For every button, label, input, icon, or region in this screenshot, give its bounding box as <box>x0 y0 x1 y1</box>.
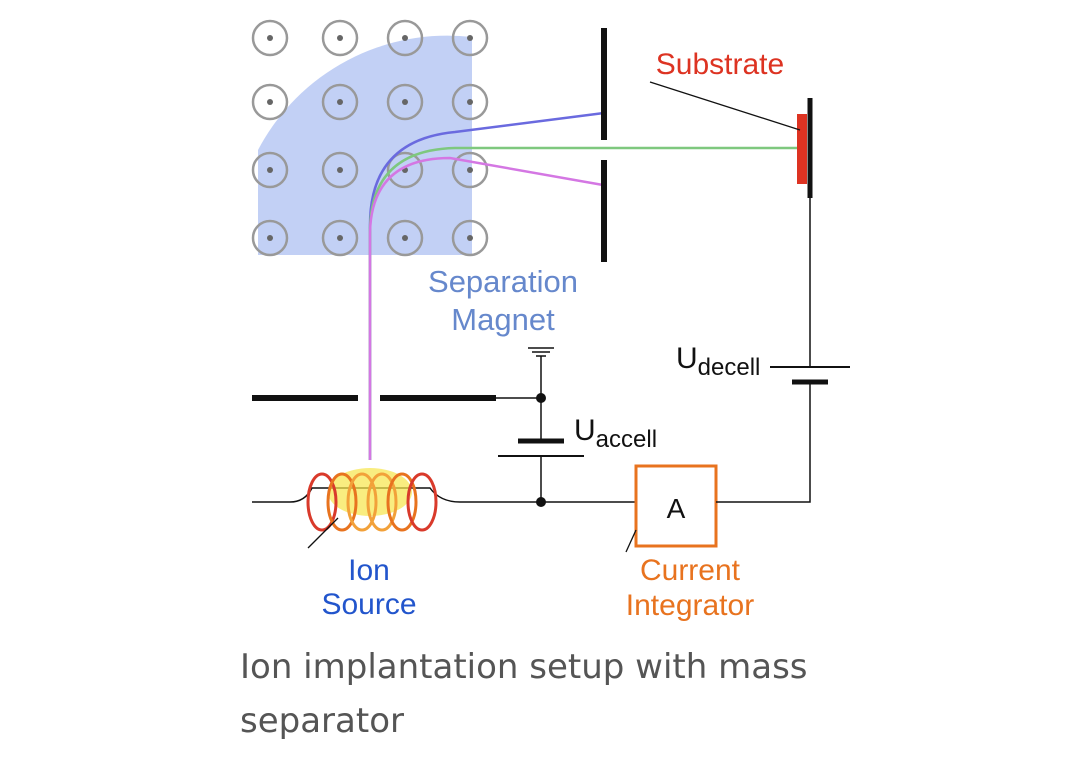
ammeter-label: A <box>667 493 686 524</box>
field-symbol-icon <box>251 219 289 257</box>
field-symbol-icon <box>451 19 489 57</box>
ion-source-coil-icon <box>306 472 438 532</box>
ion-source-label-line1: Ion <box>348 554 390 587</box>
field-symbol-icon <box>321 219 359 257</box>
u-accel-label: Uaccell <box>574 414 657 453</box>
separation-magnet-label-line1: Separation <box>428 264 578 299</box>
field-symbol-icon <box>251 83 289 121</box>
field-symbol-icon <box>386 83 424 121</box>
field-symbol-dot <box>402 35 408 41</box>
magnetic-field-symbols <box>251 19 489 257</box>
ion-implantation-diagram: Substrate Separation Magnet Uaccell Ion … <box>251 19 850 622</box>
field-symbol-dot <box>267 99 273 105</box>
field-symbol-icon <box>321 151 359 189</box>
field-symbol-dot <box>467 167 473 173</box>
figure-caption: Ion implantation setup with mass separat… <box>240 647 808 741</box>
field-symbol-icon <box>451 83 489 121</box>
field-symbol-dot <box>337 99 343 105</box>
substrate-label: Substrate <box>656 48 784 81</box>
field-symbol-icon <box>251 151 289 189</box>
field-symbol-icon <box>451 151 489 189</box>
current-integrator-label-line1: Current <box>640 554 741 587</box>
field-symbol-icon <box>386 219 424 257</box>
field-symbol-icon <box>251 19 289 57</box>
field-symbol-icon <box>321 19 359 57</box>
u-decel-label: Udecell <box>676 342 760 381</box>
field-symbol-dot <box>467 99 473 105</box>
field-symbol-dot <box>267 235 273 241</box>
integrator-wire-right <box>716 382 811 503</box>
ion-source-leader <box>307 517 339 549</box>
ammeter-box <box>634 464 718 548</box>
current-integrator-label-line2: Integrator <box>626 589 754 622</box>
field-symbol-dot <box>337 167 343 173</box>
field-symbol-dot <box>267 35 273 41</box>
field-symbol-icon <box>386 151 424 189</box>
accel-battery-icon <box>498 398 584 502</box>
field-symbol-dot <box>267 167 273 173</box>
source-filament <box>289 487 496 503</box>
field-symbol-icon <box>321 83 359 121</box>
decel-battery-icon <box>770 198 850 385</box>
substrate-target <box>797 114 807 184</box>
substrate-leader <box>649 81 801 131</box>
separation-magnet-label-line2: Magnet <box>451 302 555 337</box>
field-symbol-dot <box>337 235 343 241</box>
field-symbol-icon <box>386 19 424 57</box>
beam-pink <box>368 156 604 460</box>
field-symbol-dot <box>337 35 343 41</box>
ground-icon <box>528 347 554 398</box>
ion-source-label-line2: Source <box>321 588 416 621</box>
field-symbol-dot <box>467 35 473 41</box>
field-symbol-dot <box>402 99 408 105</box>
field-symbol-dot <box>467 235 473 241</box>
field-symbol-dot <box>402 235 408 241</box>
field-symbol-icon <box>451 219 489 257</box>
magnet-field-region <box>258 35 472 255</box>
integrator-leader <box>625 529 637 553</box>
